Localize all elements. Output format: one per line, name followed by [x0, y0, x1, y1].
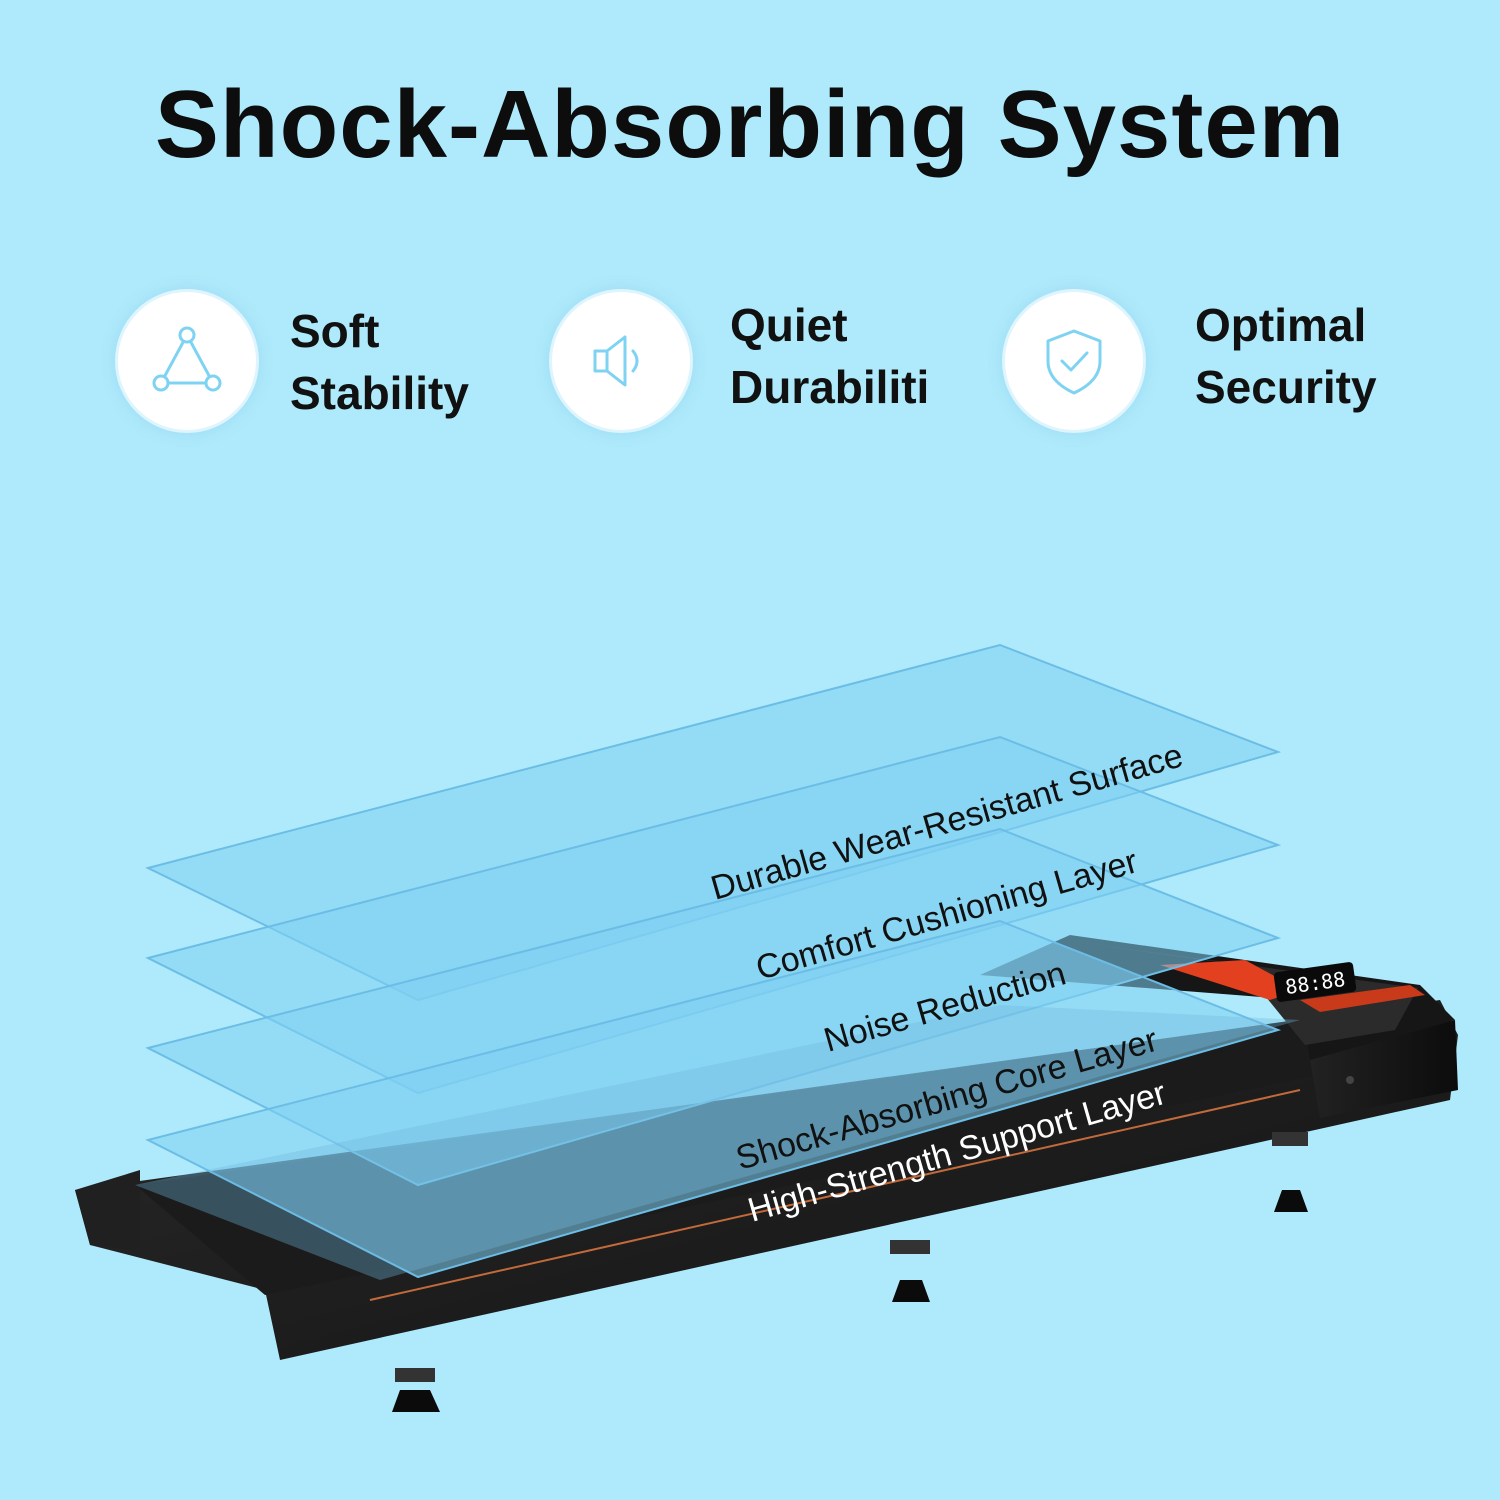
layer-sheet: [145, 919, 1282, 1279]
support-foot: [890, 1240, 930, 1302]
layer-sheet: [135, 1005, 1300, 1280]
feature-label: Quiet Durabiliti: [730, 294, 929, 418]
feature-label-line2: Security: [1195, 361, 1377, 413]
feature-label-line1: Optimal: [1195, 299, 1367, 351]
feature-icon-circle: [118, 292, 256, 430]
feature-label-line2: Durabiliti: [730, 361, 930, 413]
support-foot: [1272, 1132, 1308, 1212]
shield-check-icon: [1046, 329, 1102, 395]
layer-sheets: [135, 643, 1300, 1280]
feature-label: Soft Stability: [290, 300, 469, 424]
power-button[interactable]: [1346, 1076, 1354, 1084]
support-foot: [392, 1368, 440, 1412]
feature-label-line2: Stability: [290, 367, 469, 419]
feature-icon-circle: [1005, 292, 1143, 430]
triangle-nodes-icon: [152, 326, 222, 392]
feature-label-line1: Soft: [290, 305, 380, 357]
feature-icon-circle: [552, 292, 690, 430]
speaker-icon: [593, 335, 639, 387]
feature-label-line1: Quiet: [730, 299, 848, 351]
page-title: Shock-Absorbing System: [154, 71, 1346, 178]
feature-label: Optimal Security: [1195, 294, 1377, 418]
